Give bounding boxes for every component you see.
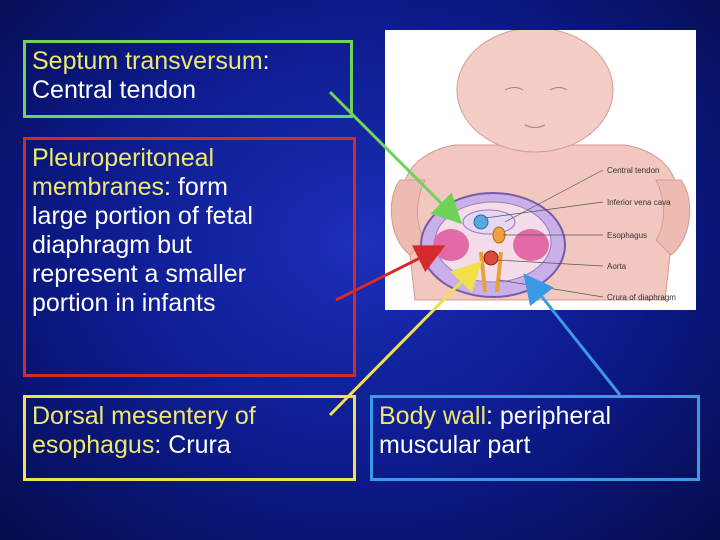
dorsal-mesentery-box: Dorsal mesentery of esophagus: Crura	[23, 395, 356, 481]
aorta-shape	[483, 250, 499, 266]
septum-line-1: Septum transversum:	[32, 47, 344, 76]
infant-eye-left	[504, 87, 524, 91]
infant-right-arm	[655, 179, 691, 256]
label-esophagus: Esophagus	[607, 231, 648, 240]
crura-shape	[479, 251, 503, 293]
pleuro-line-5: represent a smaller	[32, 260, 246, 288]
infant-head	[456, 30, 614, 153]
label-ivc: Inferior vena cava	[607, 198, 671, 207]
arrow-septum	[328, 90, 463, 225]
pleuro-line-2: membranes: form	[32, 173, 347, 202]
body-wall-box: Body wall: peripheral muscular part	[370, 395, 700, 481]
septum-colon: :	[262, 47, 270, 75]
dorsal-line-2: esophagus: Crura	[32, 431, 347, 460]
bodywall-line-2: muscular part	[379, 431, 531, 459]
pleuro-line-6: portion in infants	[32, 289, 216, 317]
dorsal-term-line-1: Dorsal mesentery of	[32, 402, 256, 430]
septum-line-2: Central tendon	[32, 76, 197, 104]
ivc-shape	[473, 214, 489, 230]
bodywall-rest-line-1: : peripheral	[486, 402, 612, 430]
bodywall-line-1: Body wall: peripheral	[379, 402, 691, 431]
pleuro-term-line-1: Pleuroperitoneal	[32, 144, 215, 172]
leader-ivc	[484, 201, 604, 219]
infant-mouth	[524, 124, 546, 128]
dorsal-rest-line-2: : Crura	[154, 431, 231, 459]
arrow-bodywall	[523, 273, 622, 396]
label-aorta: Aorta	[607, 262, 627, 271]
septum-transversum-box: Septum transversum: Central tendon	[23, 40, 353, 118]
label-crura: Crura of diaphragm	[607, 293, 676, 302]
leader-aorta	[496, 259, 604, 267]
pleuroperitoneal-box: Pleuroperitoneal membranes: form large p…	[23, 137, 356, 377]
pleuroperitoneal-right	[513, 229, 549, 261]
arrow-dorsal	[328, 260, 483, 417]
pleuro-rest-line-2: : form	[164, 173, 228, 201]
label-central-tendon: Central tendon	[607, 166, 660, 175]
septum-term: Septum transversum	[32, 47, 263, 75]
dorsal-term-line-2: esophagus	[32, 431, 155, 459]
infant-eye-right	[549, 87, 568, 91]
pleuro-line-4: diaphragm but	[32, 231, 192, 259]
pleuro-term-line-2: membranes	[32, 173, 164, 201]
arrow-pleuro	[335, 245, 446, 302]
bodywall-term: Body wall	[379, 402, 486, 430]
pleuro-line-3: large portion of fetal	[32, 202, 253, 230]
